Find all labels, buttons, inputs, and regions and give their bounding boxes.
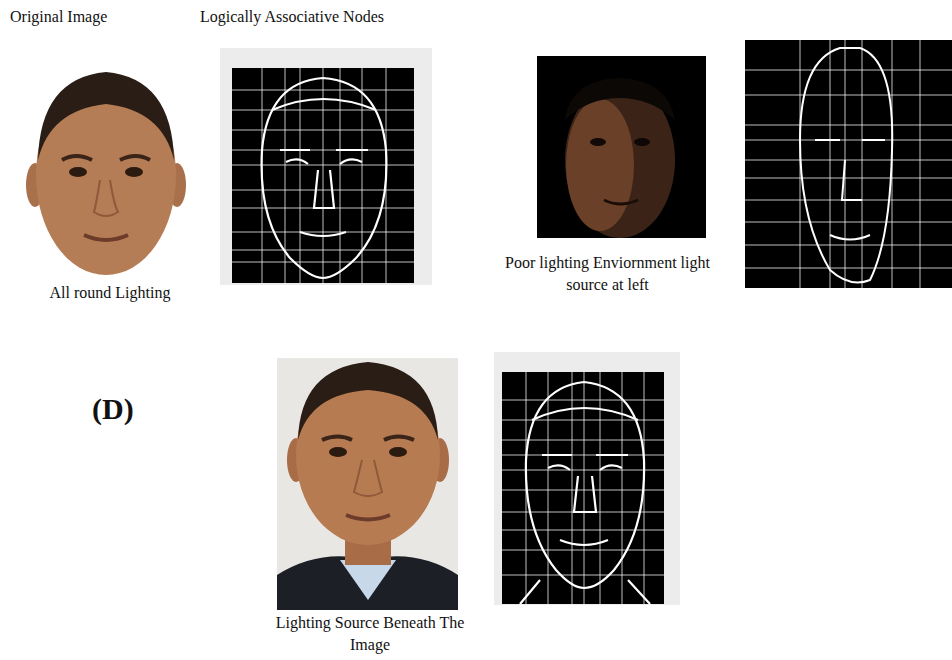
grid-line bbox=[745, 160, 952, 161]
grid-line bbox=[232, 190, 414, 191]
grid-line bbox=[232, 250, 414, 251]
grid-line bbox=[745, 268, 952, 269]
node-map-panel bbox=[220, 48, 432, 285]
grid-line bbox=[920, 40, 921, 288]
grid-line bbox=[745, 140, 952, 141]
face-photo bbox=[26, 72, 186, 275]
face-photo bbox=[277, 358, 458, 610]
grid-line bbox=[502, 400, 664, 401]
image-caption: Poor lighting Enviornment light source a… bbox=[500, 252, 715, 296]
grid-line bbox=[502, 420, 664, 421]
column-heading: Logically Associative Nodes bbox=[200, 6, 384, 28]
image-caption: Lighting Source Beneath The Image bbox=[275, 612, 465, 656]
panel-letter: (D) bbox=[92, 388, 134, 429]
grid-line bbox=[232, 130, 414, 131]
grid-line bbox=[745, 245, 952, 246]
grid-line bbox=[745, 178, 952, 179]
grid-line bbox=[502, 440, 664, 441]
grid-line bbox=[745, 125, 952, 126]
grid-line bbox=[862, 40, 863, 288]
grid-line bbox=[548, 372, 549, 604]
grid-line bbox=[745, 222, 952, 223]
grid-line bbox=[830, 40, 831, 288]
grid-line bbox=[232, 110, 414, 111]
image-caption: All round Lighting bbox=[20, 282, 200, 304]
node-map-panel bbox=[745, 40, 952, 288]
grid-line bbox=[584, 372, 585, 604]
grid-line bbox=[232, 262, 414, 263]
grid-line bbox=[232, 90, 414, 91]
grid-line bbox=[232, 232, 414, 233]
grid-line bbox=[600, 372, 601, 604]
grid-line bbox=[745, 70, 952, 71]
grid-line bbox=[745, 95, 952, 96]
grid-line bbox=[502, 550, 664, 551]
node-map-panel bbox=[494, 352, 680, 605]
column-heading: Original Image bbox=[10, 6, 107, 28]
face-photo bbox=[537, 56, 706, 238]
grid-line bbox=[622, 372, 623, 604]
grid-line bbox=[502, 575, 664, 576]
grid-line bbox=[502, 530, 664, 531]
grid-line bbox=[323, 68, 324, 283]
grid-line bbox=[572, 372, 573, 604]
